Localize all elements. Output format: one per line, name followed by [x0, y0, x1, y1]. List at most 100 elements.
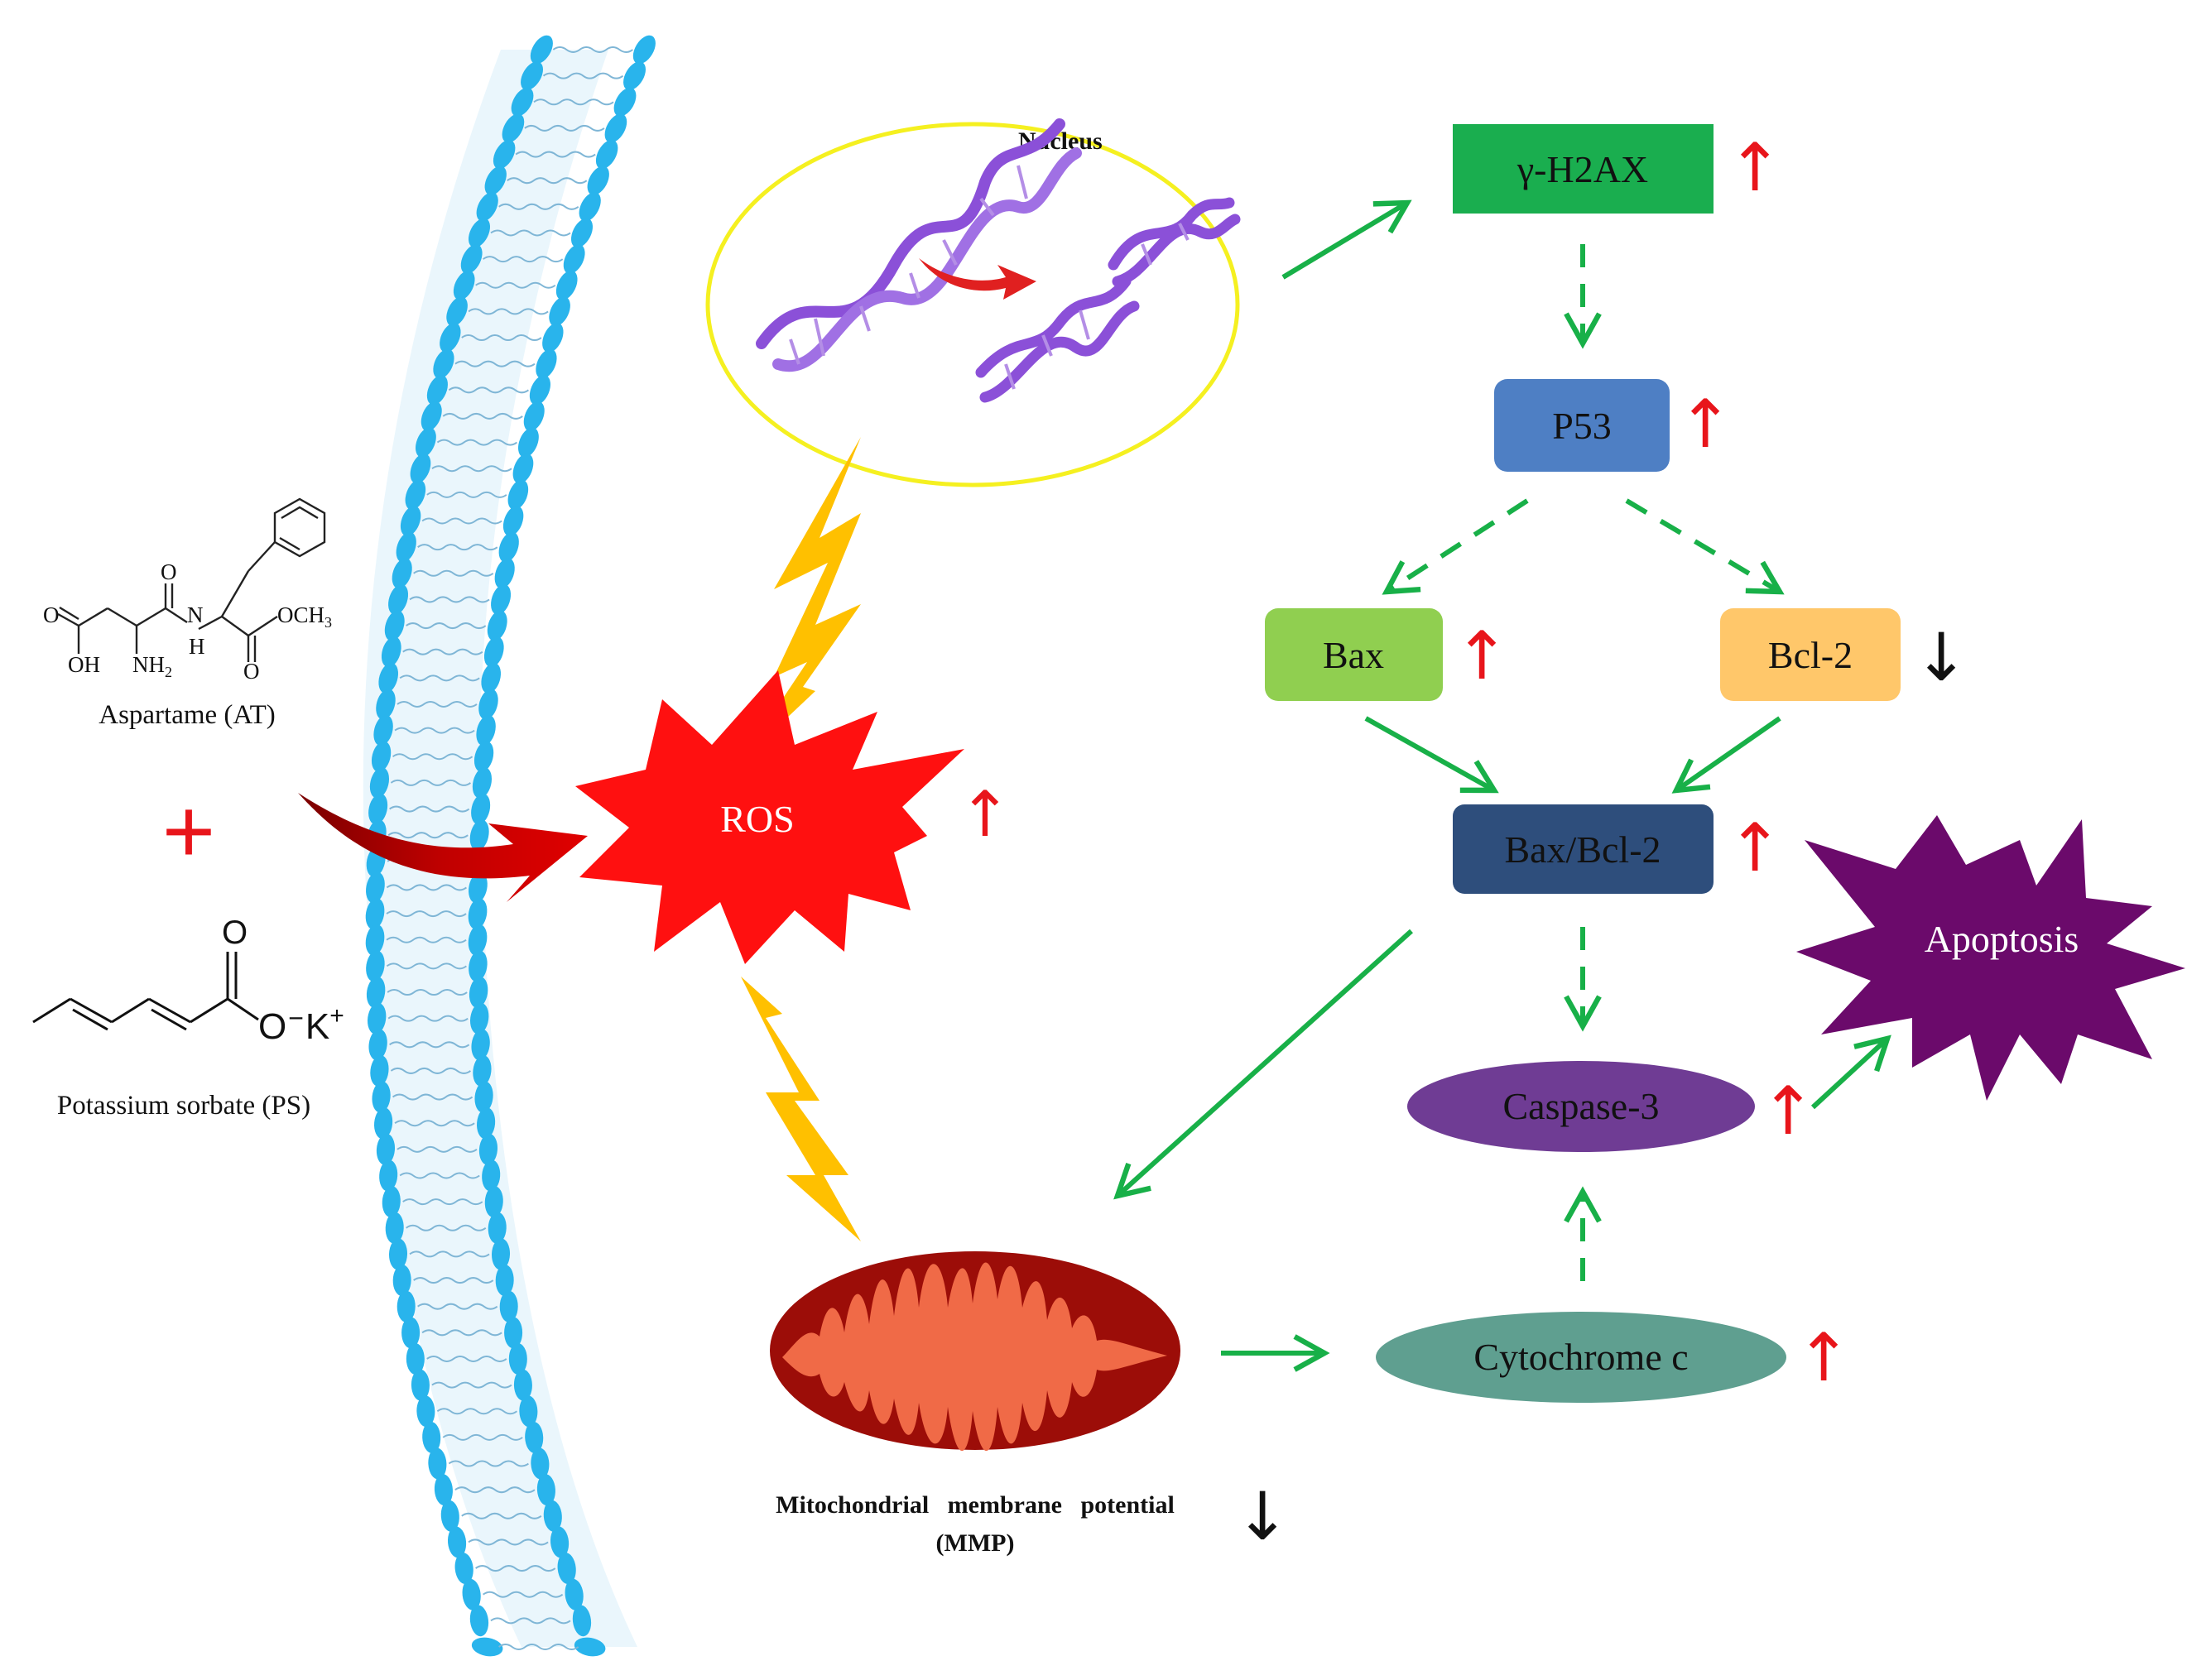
phospholipid-tail	[389, 805, 470, 813]
phospholipid-tail	[392, 753, 473, 761]
phospholipid-tail	[483, 256, 564, 263]
phospholipid-head	[469, 950, 488, 982]
phospholipid-head	[369, 767, 390, 799]
aspartame-h: H	[189, 634, 205, 659]
phospholipid-tail	[448, 386, 530, 394]
phospholipid-head	[405, 479, 426, 511]
phospholipid-tail	[498, 203, 579, 210]
phospholipid-head	[471, 793, 491, 825]
phospholipid-tail	[468, 308, 549, 315]
phospholipid-head	[416, 1395, 435, 1428]
sorbate-o: O	[222, 914, 248, 951]
phospholipid-tail	[552, 46, 633, 53]
arrow-p53-to-bax	[1382, 498, 1529, 595]
ros-node: ROS	[575, 670, 964, 964]
phospholipid-head	[508, 1342, 527, 1375]
phospholipid-tail	[390, 1067, 472, 1074]
phospholipid-head	[428, 1447, 447, 1480]
phospholipid-head	[565, 1578, 584, 1610]
phospholipid-head	[502, 506, 524, 536]
membrane-heads-outer	[365, 35, 553, 1657]
phospholipid-head	[471, 1637, 503, 1657]
phospholipid-head	[613, 87, 637, 117]
phospholipid-tail	[409, 1250, 490, 1258]
phospholipid-tail	[448, 1460, 529, 1467]
phospholipid-head	[574, 1637, 606, 1657]
phospholipid-head	[422, 1421, 441, 1453]
phospholipid-head	[587, 166, 609, 195]
phospholipid-head	[371, 741, 392, 772]
phospholipid-head	[484, 1186, 503, 1218]
arrow-baxbcl2-to-mito	[1113, 929, 1414, 1200]
phospholipid-head	[469, 1605, 489, 1637]
apoptosis-label: Apoptosis	[1925, 918, 2079, 960]
lightning-bolt-upper-icon	[741, 437, 861, 761]
phospholipid-head	[468, 218, 491, 248]
phospholipid-head	[421, 401, 442, 432]
arrow-p53-to-bcl2	[1625, 498, 1785, 595]
phospholipid-head	[382, 1186, 401, 1218]
phospholipid-head	[499, 1290, 518, 1322]
phospholipid-tail	[387, 1015, 469, 1022]
phospholipid-tail	[454, 360, 536, 367]
phospholipid-head	[511, 87, 534, 117]
phospholipid-head	[454, 1553, 473, 1585]
phospholipid-tail	[431, 465, 512, 473]
sorbate-structure	[32, 952, 259, 1031]
phospholipid-head	[384, 610, 405, 641]
phospholipid-head	[476, 1107, 496, 1140]
phospholipid-head	[415, 427, 436, 458]
phospholipid-tail	[417, 544, 498, 551]
phospholipid-head	[460, 244, 483, 274]
cytochrome-up-arrow: ↑	[1795, 1319, 1851, 1396]
bax-node: Bax	[1265, 608, 1443, 701]
phospholipid-head	[368, 1029, 387, 1061]
phospholipid-tail	[483, 1591, 564, 1598]
sorbate-ok: O−K+	[258, 1002, 344, 1047]
phospholipid-head	[434, 1474, 453, 1506]
phospholipid-head	[453, 270, 475, 300]
phospholipid-tail	[413, 1277, 494, 1284]
phospholipid-tail	[436, 1408, 517, 1415]
phospholipid-head	[376, 689, 396, 720]
phospholipid-head	[366, 977, 386, 1008]
phospholipid-head	[504, 1317, 523, 1349]
phospholipid-head	[476, 715, 496, 746]
phospholipid-head	[366, 950, 385, 982]
phospholipid-head	[368, 793, 388, 825]
phospholipid-head	[469, 871, 488, 904]
apoptosis-burst	[1796, 815, 2185, 1101]
phospholipid-head	[392, 1265, 411, 1297]
phospholipid-head	[536, 1474, 555, 1506]
mitochondrion-icon	[770, 1251, 1180, 1452]
caspase3-label: Caspase-3	[1502, 1085, 1659, 1127]
phospholipid-head	[426, 375, 448, 406]
phospholipid-tail	[386, 936, 467, 943]
p53-up-arrow: ↑	[1677, 386, 1733, 463]
phospholipid-head	[512, 454, 534, 484]
phospholipid-tail	[461, 1512, 542, 1519]
phospholipid-head	[400, 506, 421, 536]
bcl2-node: Bcl-2	[1720, 608, 1901, 701]
phospholipid-head	[478, 689, 498, 720]
bcl2-down-arrow: ↓	[1913, 619, 1968, 696]
phospholipid-head	[495, 1265, 514, 1297]
phospholipid-head	[478, 1133, 498, 1165]
phospholipid-tail	[402, 1198, 483, 1206]
phospholipid-tail	[387, 832, 469, 839]
phospholipid-tail	[386, 910, 467, 918]
phospholipid-tail	[461, 334, 542, 342]
membrane-heads-inner	[468, 35, 656, 1657]
phospholipid-head	[531, 1447, 550, 1480]
phospholipid-head	[481, 662, 502, 694]
phospholipid-tail	[402, 648, 483, 655]
phospholipid-tail	[436, 439, 518, 446]
phospholipid-tail	[426, 491, 507, 498]
phospholipid-head	[521, 61, 544, 90]
phospholipid-head	[493, 140, 516, 170]
phospholipid-tail	[468, 1538, 549, 1546]
phospholipid-head	[530, 35, 553, 65]
phospholipid-head	[392, 558, 412, 589]
phospholipid-tail	[533, 98, 614, 106]
